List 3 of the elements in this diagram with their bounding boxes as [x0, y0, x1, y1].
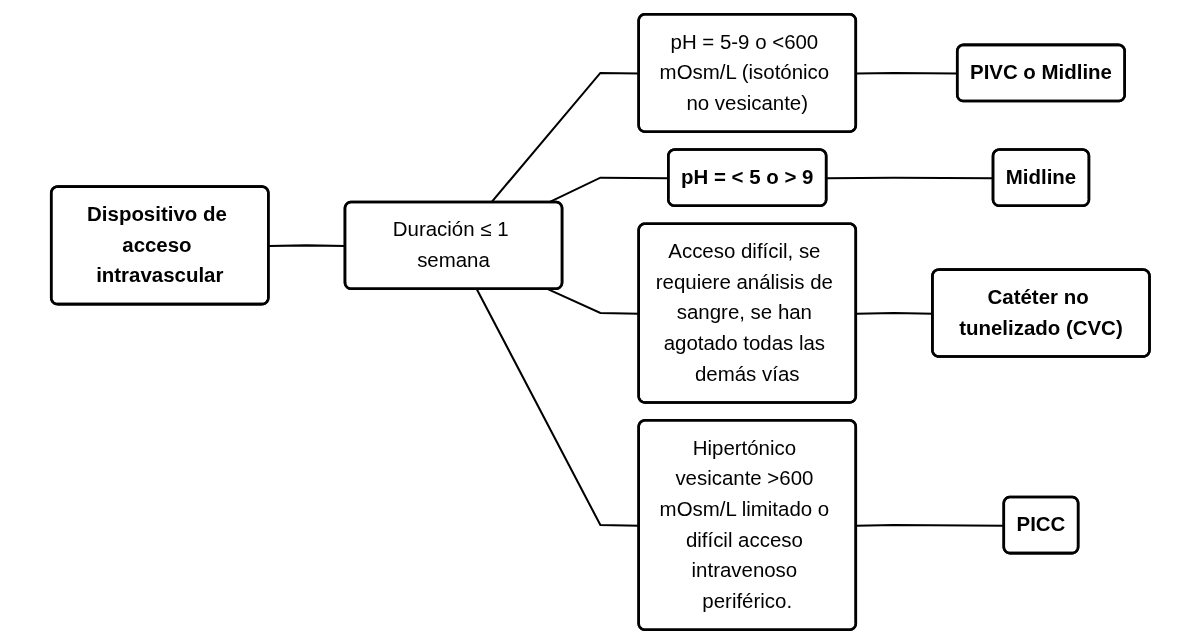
connector: [826, 176, 994, 180]
connector: [856, 71, 958, 75]
connector: [269, 244, 346, 248]
